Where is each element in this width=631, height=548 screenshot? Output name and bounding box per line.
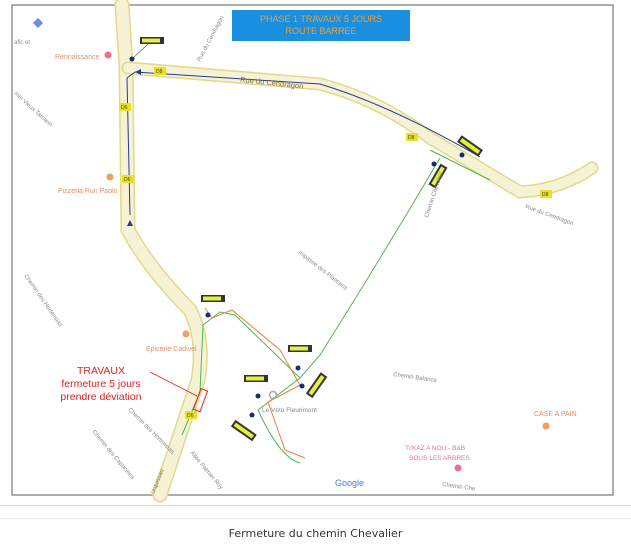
hotel-pin-icon: [454, 464, 462, 472]
phase-banner: [232, 10, 410, 41]
divider: [0, 518, 631, 519]
vet-pin-icon: [268, 390, 278, 400]
route-orange: [204, 307, 306, 459]
road-label-d8: D8: [542, 192, 549, 198]
directions-icon: [33, 18, 43, 28]
deviation-sign: [129, 37, 164, 62]
arrow-icon: [127, 220, 133, 226]
deviation-sign: [244, 375, 268, 399]
deviation-sign: [428, 163, 448, 189]
pin-icon: [104, 51, 112, 59]
deviation-label: prendre déviation: [60, 391, 141, 403]
road-number-labels: D8 D6 D6 D8 D8 D6: [119, 67, 552, 419]
route-blue: [126, 71, 481, 216]
closure-zone: [192, 387, 209, 413]
travaux-label: TRAVAUX: [77, 365, 125, 377]
street-label: Chemin Che: [442, 482, 477, 493]
shop-pin-icon: [182, 330, 190, 338]
deviation-sign: [230, 419, 257, 442]
poi-label: SOUS LES ARBRES: [409, 455, 470, 462]
banner-title: PHASE 1 TRAVAUX 5 JOURS: [260, 14, 382, 24]
deviation-sign: [305, 372, 328, 399]
poi-label: Epicerie Cadivel: [146, 346, 197, 353]
road-label-d8: D8: [408, 135, 415, 141]
figure-caption: Fermeture du chemin Chevalier: [228, 527, 403, 540]
arrow-icon: [135, 69, 141, 75]
divider: [0, 505, 631, 506]
poi-label: Rennaissance: [55, 54, 99, 61]
restaurant-pin-icon: [542, 422, 550, 430]
road-label-d6: D6: [187, 413, 194, 419]
deviation-sign: [288, 345, 312, 371]
deviation-sign: [201, 295, 225, 318]
restaurant-pin-icon: [106, 173, 114, 181]
poi-label: CASE A PAIN: [534, 411, 577, 418]
annotation-leader: [149, 371, 198, 397]
google-logo: Google: [335, 478, 364, 488]
deviation-sign: [457, 135, 483, 157]
road-label-d8: D8: [156, 69, 163, 75]
street-label: afic et: [14, 40, 30, 46]
poi-label: Le Véto Fleurimont: [262, 407, 317, 414]
road-label-d6: D6: [121, 105, 128, 111]
closure-duration-label: fermeture 5 jours: [61, 378, 140, 390]
poi-label: Pizzeria Run Paolo: [58, 188, 118, 195]
road-label-d6: D6: [124, 177, 131, 183]
poi-label: TI'KAZ A NOU - B&B: [405, 445, 465, 452]
signs: [129, 37, 483, 442]
banner-subtitle: ROUTE BARREE: [285, 26, 356, 36]
